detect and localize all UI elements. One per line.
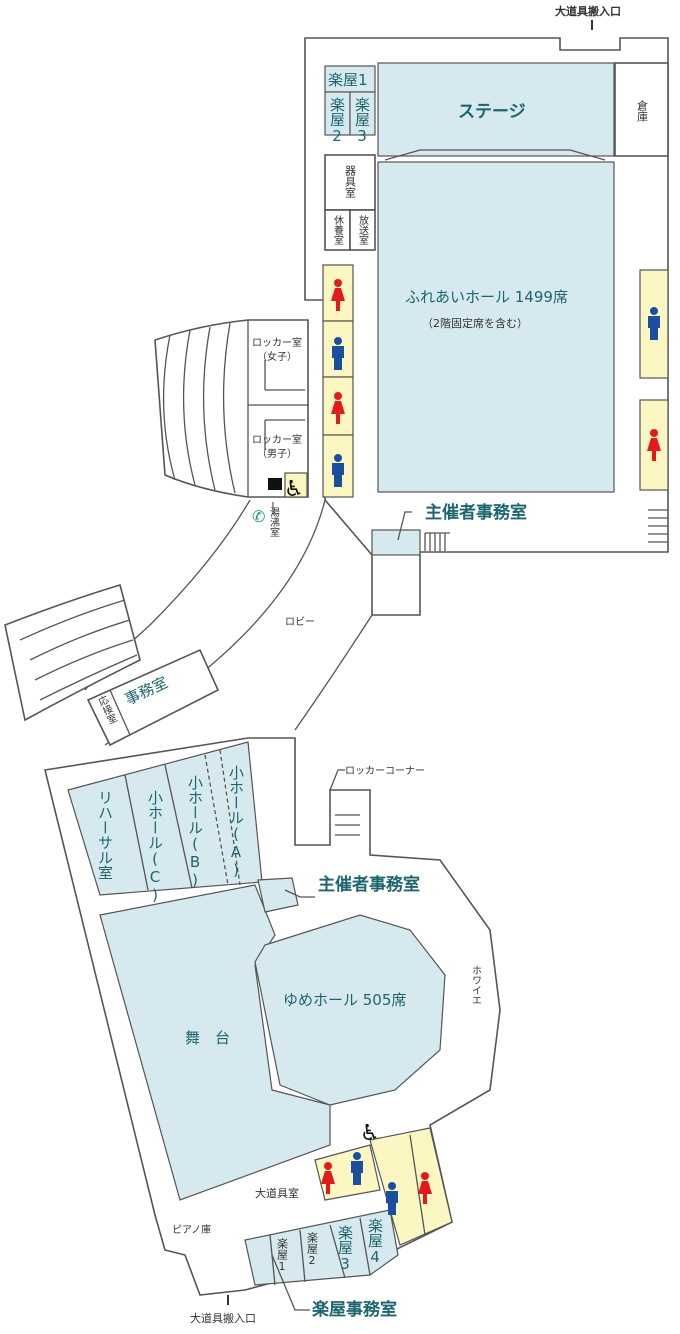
dressing-room-2-label: 楽屋2 [328, 97, 346, 145]
organizer-office-upper [371, 529, 421, 556]
locker-male-label: ロッカー室 [252, 433, 302, 446]
dressing-room-4-lower-label: 楽屋4 [366, 1218, 384, 1266]
prop-room-label: 大道具室 [255, 1186, 299, 1200]
broadcast-room-label: 放送室 [357, 214, 369, 245]
foyer-label: ホワイエ [470, 965, 482, 1005]
organizer-office-label-lower: 主催者事務室 [318, 874, 420, 895]
organizer-office-label-upper: 主催者事務室 [425, 502, 527, 523]
hall-seating [377, 161, 615, 493]
phone-icon: ✆ [252, 507, 265, 526]
stage-label: ステージ [458, 102, 526, 122]
rest-room-label: 休養室 [332, 215, 344, 245]
wheelchair-icon: ♿ [360, 1121, 380, 1146]
kitchenette-label: 湯沸室 [268, 506, 280, 537]
yume-hall-label: ゆめホール 505席 [283, 991, 406, 1009]
dressing-room-3-lower-label: 楽屋3 [336, 1225, 354, 1273]
wheelchair-icon: ♿ [284, 477, 304, 502]
locker-female-label: ロッカー室 [252, 336, 302, 349]
kettle-icon [268, 478, 282, 490]
upper-building [304, 37, 669, 616]
stage-lower [99, 884, 331, 1201]
loading-entrance-label-top: 大道具搬入口 [555, 4, 621, 18]
small-hall-b-label: 小ホール(B) [186, 775, 204, 889]
dressing-room-1-label: 楽屋1 [328, 71, 368, 89]
locker-female-sub: （女子） [257, 350, 297, 363]
dressing-rooms-lower [244, 1209, 399, 1286]
yume-hall [254, 914, 446, 1106]
hall-name-label: ふれあいホール 1499席 [405, 288, 568, 306]
dressing-office-label: 楽屋事務室 [312, 1299, 397, 1320]
storage-label: 倉庫 [636, 99, 649, 123]
lobby-label: ロビー [285, 616, 315, 628]
locker-wing: ♿ ✆ [154, 319, 309, 526]
stage-area [377, 62, 615, 157]
equipment-room-label: 器具室 [344, 165, 357, 198]
loading-entrance-label-bottom: 大道具搬入口 [190, 1311, 256, 1325]
locker-male-sub: （男子） [257, 448, 297, 460]
locker-corner-label: ロッカーコーナー [345, 765, 425, 777]
dressing-room-1-lower-label: 楽屋1 [276, 1238, 289, 1273]
dressing-room-3-label: 楽屋3 [353, 97, 371, 145]
piano-storage-label: ピアノ庫 [172, 1223, 211, 1236]
small-hall-a-label: 小ホール(A) [227, 765, 245, 879]
small-hall-c-label: 小ホール(C) [146, 790, 164, 904]
lower-building: ♿ [44, 20, 593, 1305]
dressing-room-2-lower-label: 楽屋2 [306, 1232, 319, 1267]
lobby [4, 499, 373, 747]
rehearsal-label: リハーサル室 [96, 790, 114, 880]
stage-lower-label: 舞 台 [185, 1029, 230, 1047]
hall-note-label: （2階固定席を含む） [422, 316, 528, 330]
